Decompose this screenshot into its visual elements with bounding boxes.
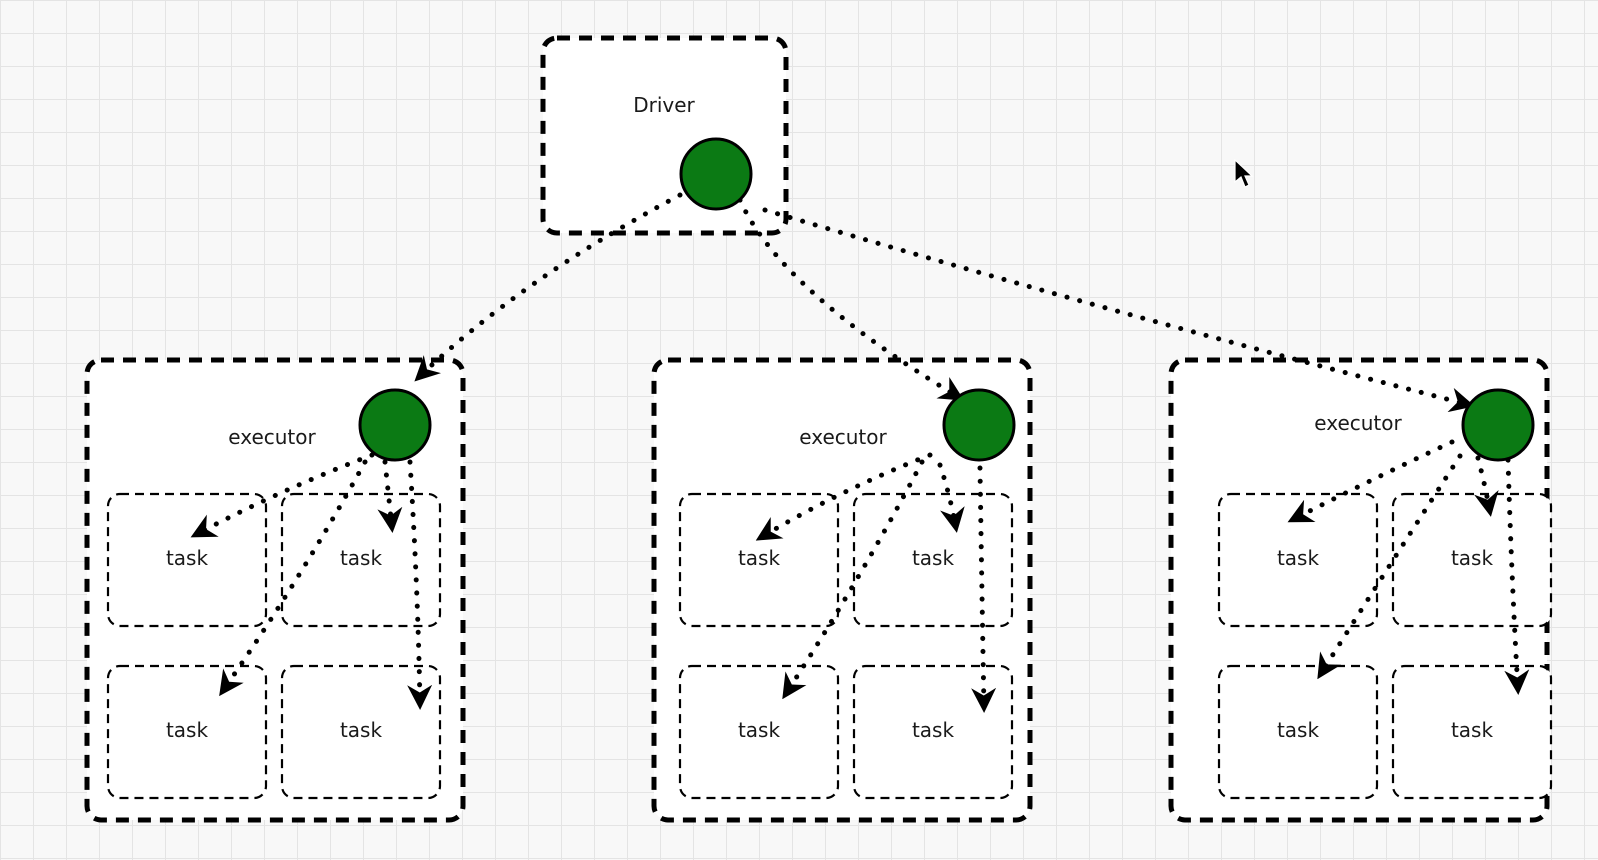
mouse-pointer-icon xyxy=(1234,158,1254,188)
executor-node-1[interactable] xyxy=(358,388,432,462)
task-box[interactable]: task xyxy=(1391,492,1553,628)
executor-to-task-arrow xyxy=(190,452,375,538)
driver-label: Driver xyxy=(633,93,695,117)
task-label: task xyxy=(340,546,383,570)
executor-node-3[interactable] xyxy=(1461,388,1535,462)
driver-node[interactable] xyxy=(679,137,753,211)
executor-to-task-arrow xyxy=(782,459,925,700)
task-label: task xyxy=(1277,718,1320,742)
task-box[interactable]: task xyxy=(280,664,442,800)
task-box[interactable]: task xyxy=(106,492,268,628)
executor-label: executor xyxy=(1314,411,1402,435)
executor-box-3[interactable]: executor task task task task xyxy=(1168,357,1553,823)
task-label: task xyxy=(340,718,383,742)
task-label: task xyxy=(166,546,209,570)
task-label: task xyxy=(1277,546,1320,570)
task-label: task xyxy=(738,718,781,742)
executor-label: executor xyxy=(228,425,316,449)
executor-to-task-arrow xyxy=(1287,439,1455,523)
task-label: task xyxy=(912,546,955,570)
executor-box-1[interactable]: executor task task task task xyxy=(84,357,466,823)
task-box[interactable]: task xyxy=(678,664,840,800)
task-label: task xyxy=(166,718,209,742)
driver-to-executor-2-arrow xyxy=(737,197,965,401)
task-label: task xyxy=(1451,546,1494,570)
executor-label: executor xyxy=(799,425,887,449)
task-box[interactable]: task xyxy=(852,664,1014,800)
task-box[interactable]: task xyxy=(678,492,840,628)
executor-to-task-arrow xyxy=(219,459,368,697)
task-box[interactable]: task xyxy=(1217,664,1379,800)
executor-node-2[interactable] xyxy=(942,388,1016,462)
executor-to-task-arrow xyxy=(1474,455,1499,517)
task-label: task xyxy=(912,718,955,742)
task-box[interactable]: task xyxy=(1217,492,1379,628)
task-box[interactable]: task xyxy=(106,664,268,800)
executor-box-2[interactable]: executor task task task task xyxy=(651,357,1033,823)
driver-to-executor-1-arrow xyxy=(414,192,683,382)
driver-box[interactable]: Driver xyxy=(540,35,789,236)
task-label: task xyxy=(1451,718,1494,742)
task-box[interactable]: task xyxy=(852,492,1014,628)
task-box[interactable]: task xyxy=(1391,664,1553,800)
task-label: task xyxy=(738,546,781,570)
